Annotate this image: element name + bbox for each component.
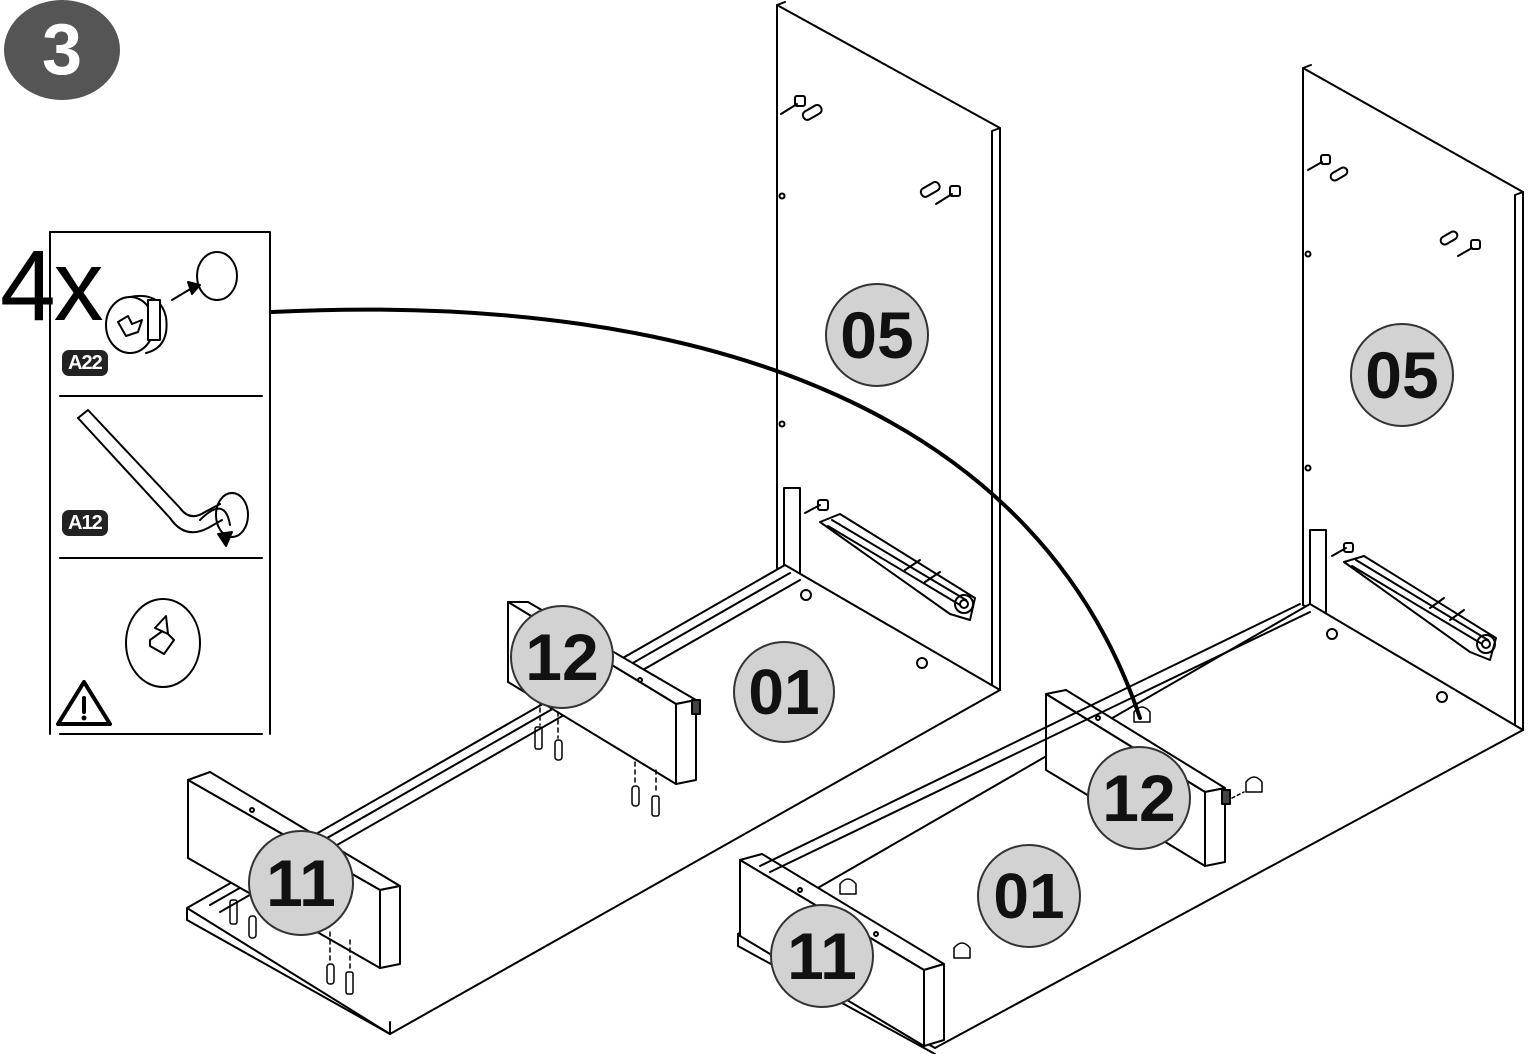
phillips-screw-head-icon — [125, 598, 201, 688]
right-front-divider-label: 11 — [770, 904, 874, 1008]
tool-code-tag: A12 — [62, 510, 108, 536]
left-panel-dowels — [780, 95, 961, 514]
step-number-badge: 3 — [4, 0, 120, 100]
right-drawer-runner — [1343, 555, 1497, 661]
hardware-panel — [49, 231, 271, 735]
right-panel-dowels — [1307, 154, 1481, 557]
left-rear-divider-label: 12 — [510, 605, 614, 709]
right-side-panel-label: 05 — [1350, 323, 1454, 427]
right-rear-divider-label: 12 — [1087, 746, 1191, 850]
left-front-divider-label: 11 — [248, 830, 354, 936]
right-base-panel-label: 01 — [977, 844, 1081, 948]
left-side-panel-label: 05 — [825, 283, 929, 387]
right-cam-locks — [839, 706, 1263, 959]
leader-line — [270, 307, 1142, 720]
warning-triangle-icon — [56, 680, 112, 726]
fitting-code-tag: A22 — [62, 350, 108, 376]
left-drawer-runner — [819, 513, 976, 621]
left-base-panel-label: 01 — [733, 641, 835, 743]
quantity-label: 4x — [0, 230, 104, 342]
allen-key-icon — [77, 409, 249, 547]
cam-lock-fitting-icon — [105, 251, 238, 354]
